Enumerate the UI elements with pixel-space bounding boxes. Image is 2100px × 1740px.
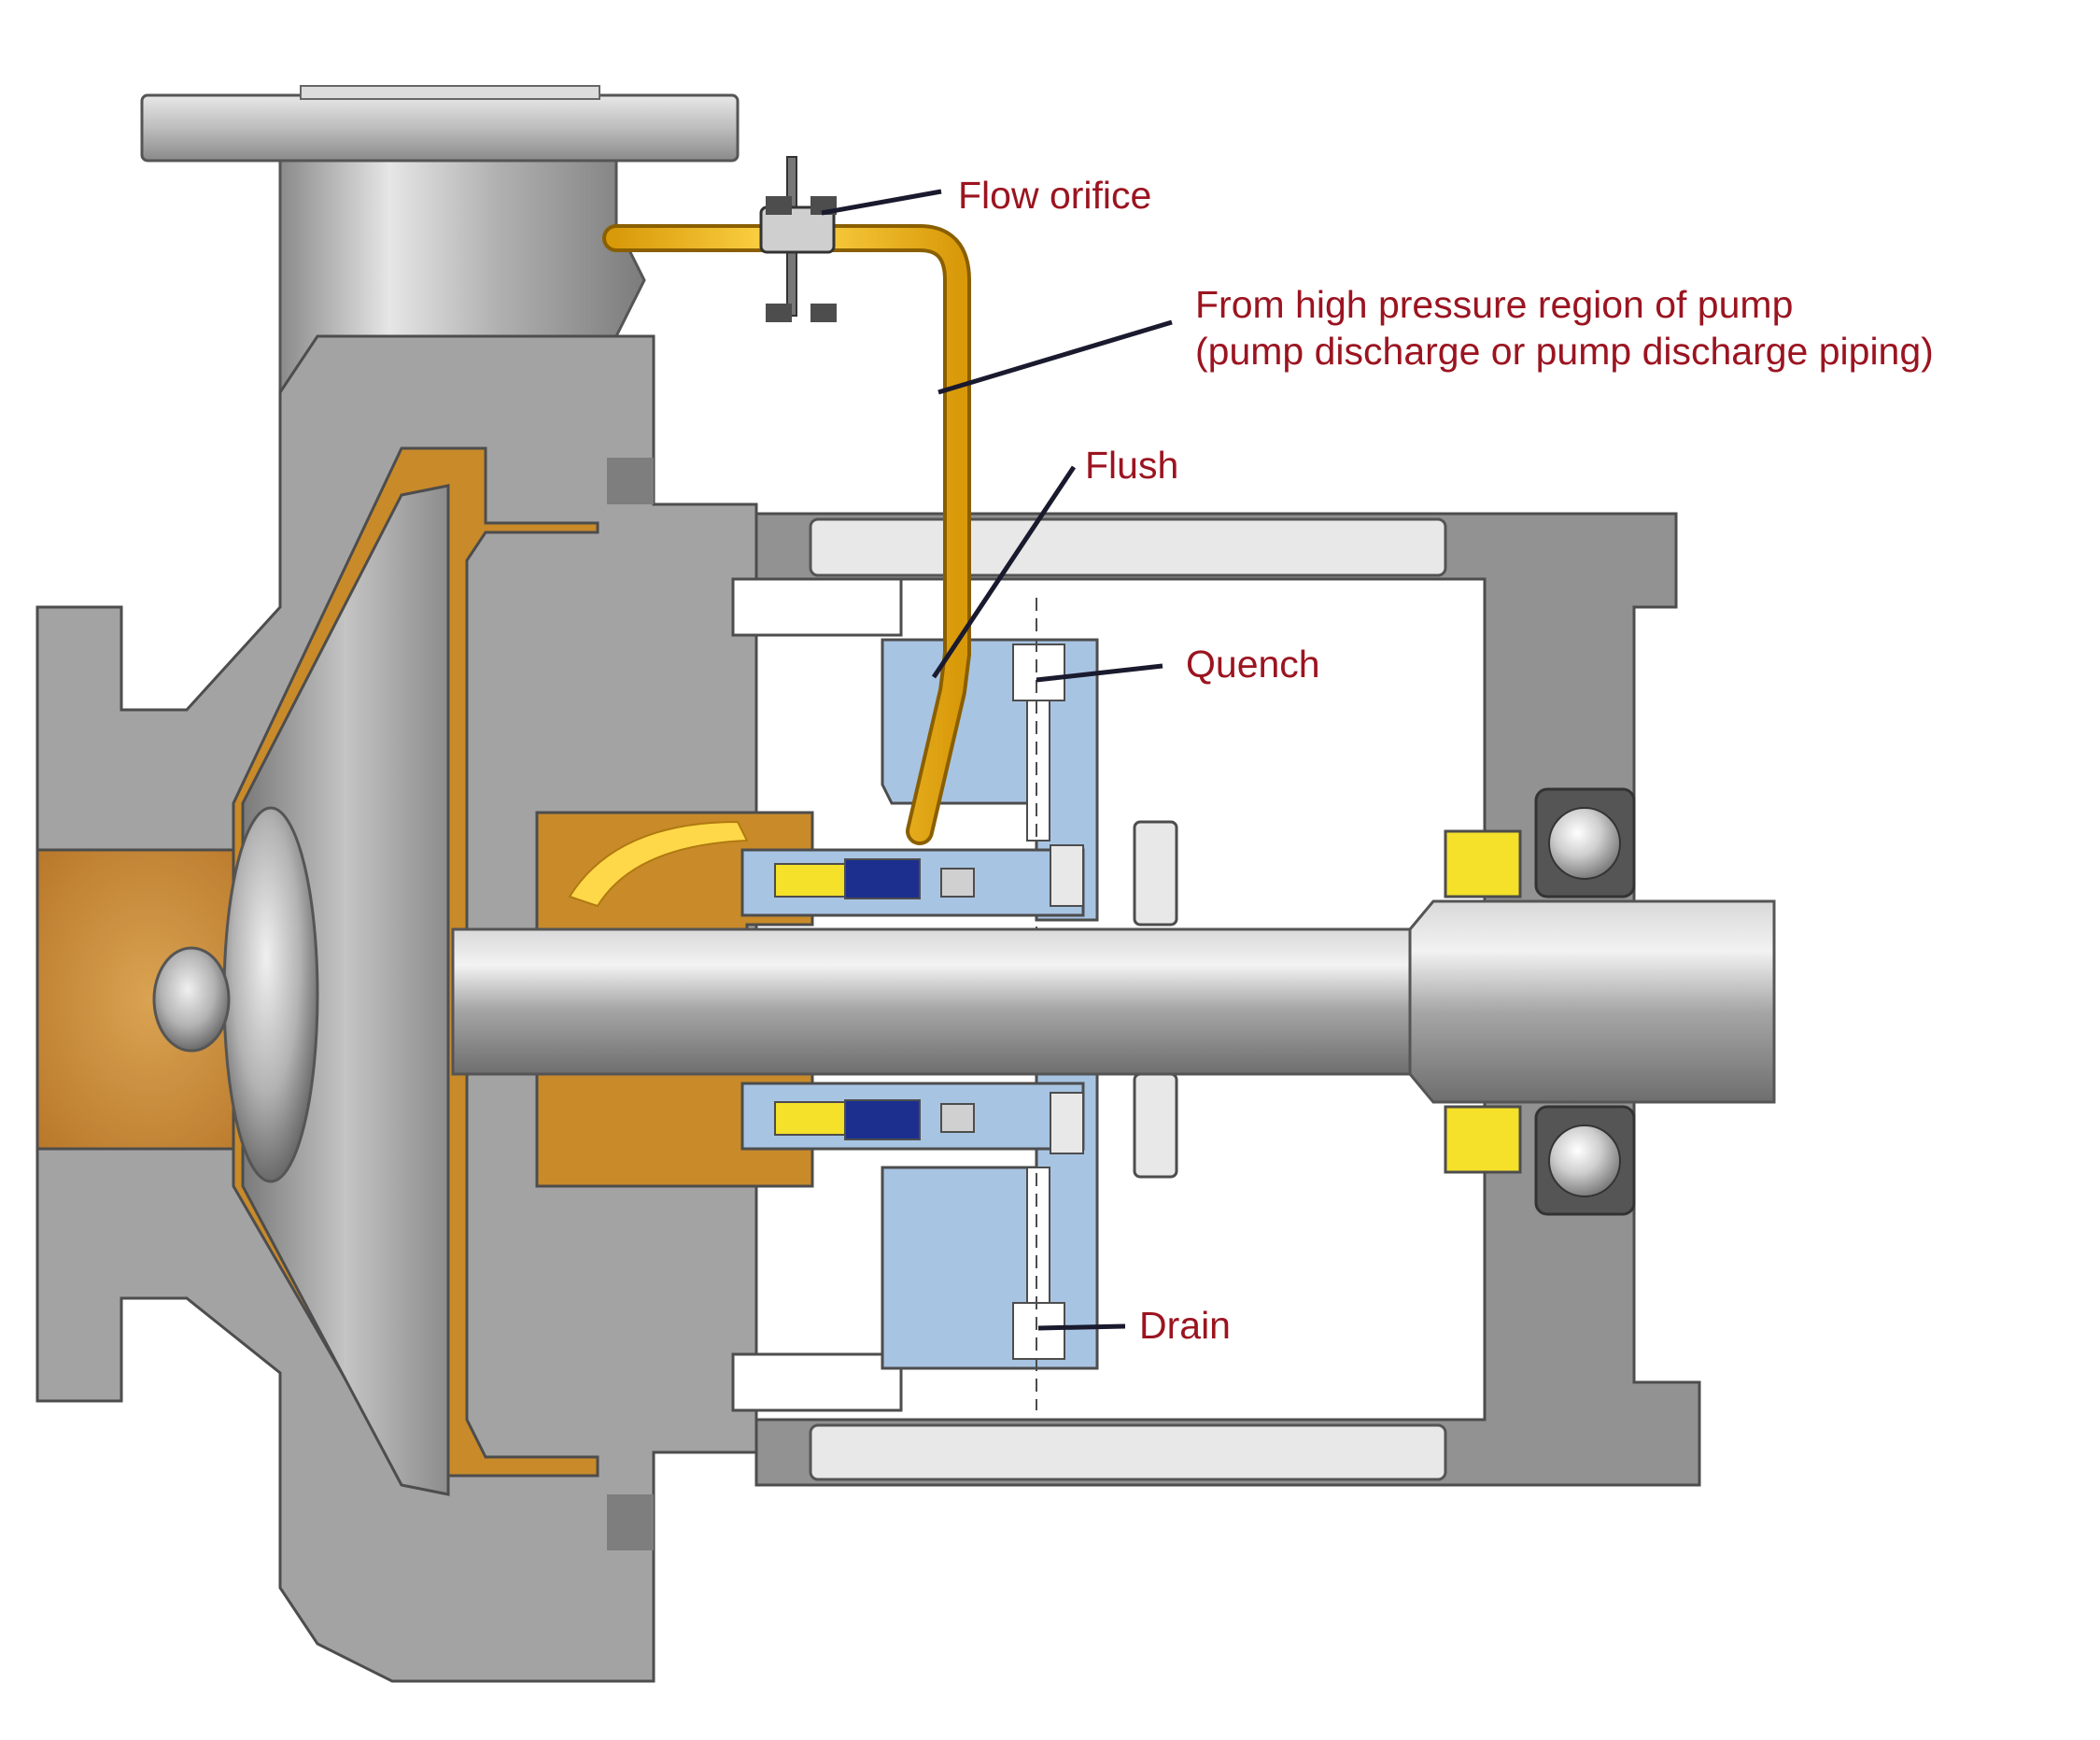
frame-bore-top <box>731 577 903 637</box>
seal-face-yellow-bottom <box>774 1101 846 1136</box>
seal-face-blue-top <box>844 858 921 899</box>
seal-face-yellow-top <box>774 863 846 898</box>
drive-collar-bottom <box>1133 1072 1178 1179</box>
leader-flush <box>931 465 1077 679</box>
shaft-main <box>451 927 1435 1076</box>
leader-quench <box>1036 663 1163 683</box>
bearing-ball-top <box>1548 807 1621 880</box>
quench-passage <box>1026 700 1050 842</box>
leader-drain <box>1037 1323 1126 1331</box>
bearing-ball-bottom <box>1548 1125 1621 1197</box>
label-high-pressure-line2: (pump discharge or pump discharge piping… <box>1195 330 1934 373</box>
shaft-step <box>1408 899 1776 1104</box>
flush-line <box>606 228 967 842</box>
frame-bore-bottom <box>731 1352 903 1412</box>
isolator-top <box>1444 829 1522 898</box>
label-flow-orifice: Flow orifice <box>958 174 1151 217</box>
seal-spring-top <box>940 868 975 898</box>
seal-spring-bottom <box>940 1103 975 1133</box>
impeller-shroud <box>241 484 450 1496</box>
leader-high-pressure <box>937 319 1173 395</box>
quench-port <box>1012 644 1065 701</box>
label-high-pressure-line1: From high pressure region of pump <box>1195 283 1793 326</box>
casing-notch-bottom <box>607 1494 654 1550</box>
impeller <box>152 484 450 1496</box>
pump-shaft <box>451 899 1776 1104</box>
casing-notch-top <box>607 458 654 504</box>
flange-raised-face <box>300 85 600 100</box>
bearings <box>1444 787 1636 1216</box>
isolator-bottom <box>1444 1105 1522 1174</box>
flush-jet <box>568 820 749 908</box>
seal-collar-bottom <box>1050 1092 1084 1154</box>
seal-face-blue-bottom <box>844 1099 921 1140</box>
impeller-nut <box>152 946 231 1053</box>
label-quench: Quench <box>1186 643 1320 686</box>
frame-window-bottom <box>809 1423 1447 1481</box>
orifice-nut-top <box>766 196 792 215</box>
orifice-nut-bottom <box>766 304 792 322</box>
discharge-flange <box>140 93 740 163</box>
leader-flow-orifice <box>821 189 942 216</box>
impeller-hub <box>222 806 319 1183</box>
leader-lines <box>821 189 1173 1331</box>
label-drain: Drain <box>1139 1304 1231 1347</box>
label-flush: Flush <box>1085 444 1178 487</box>
frame-window-top <box>809 517 1447 577</box>
seal-collar-top <box>1050 844 1084 907</box>
drive-collar-top <box>1133 820 1178 927</box>
drain-passage <box>1026 1167 1050 1304</box>
drain-port <box>1012 1302 1065 1360</box>
orifice-nut-bottom-right <box>810 304 837 322</box>
orifice-flange <box>759 205 836 254</box>
flow-orifice-assembly <box>759 156 837 322</box>
